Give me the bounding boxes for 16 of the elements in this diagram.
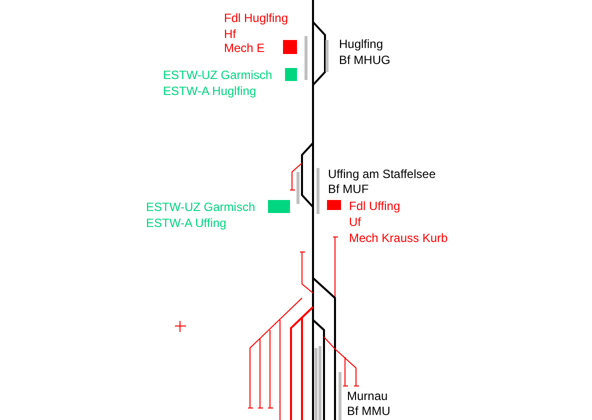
signal-box-label: Fdl Huglfing [224, 11, 288, 25]
station-label: Bf MUF [328, 182, 369, 196]
signal-box-label: Mech Krauss Kurb [349, 231, 448, 245]
signal-box-label: Fdl Uffing [349, 199, 400, 213]
station-label: Uffing am Staffelsee [328, 167, 436, 181]
signal-box-label: Uf [349, 215, 361, 229]
station-label: Murnau [347, 389, 388, 403]
interlocking-label: ESTW-A Huglfing [163, 84, 256, 98]
interlocking-label: ESTW-A Uffing [146, 216, 226, 230]
station-label: Bf MHUG [339, 53, 390, 67]
station-label: Huglfing [339, 37, 384, 51]
signal-box-label: Mech E [224, 41, 265, 55]
station-label: Bf MMU [347, 404, 390, 418]
interlocking-label: ESTW-UZ Garmisch [163, 68, 272, 82]
signal-box-label: Hf [224, 27, 236, 41]
interlocking-label: ESTW-UZ Garmisch [146, 200, 256, 214]
